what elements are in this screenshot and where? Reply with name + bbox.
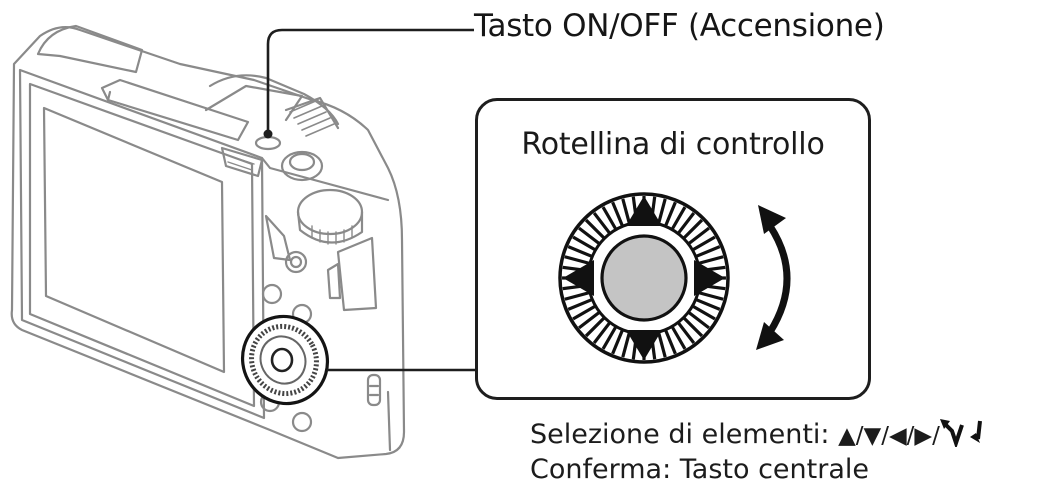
camera-body-outline [10, 25, 406, 460]
camera-control-dial [240, 314, 330, 406]
left-arrow-icon [563, 260, 594, 296]
center-button [600, 234, 688, 322]
control-wheel-title: Rotellina di controllo [521, 127, 825, 162]
rotation-arrow-icon [756, 205, 791, 350]
selection-line: Selezione di elementi: ▲/▼/◀/▶/ [530, 418, 984, 453]
rotate-wheel-icon [939, 419, 982, 447]
power-button-label: Tasto ON/OFF (Accensione) [474, 8, 885, 44]
caption: Selezione di elementi: ▲/▼/◀/▶/ Conferma… [530, 418, 984, 486]
lcd-screen [42, 106, 226, 374]
power-button-leader-line [266, 28, 474, 138]
confirm-line: Conferma: Tasto centrale [530, 454, 869, 485]
direction-symbols: ▲/▼/◀/▶/ [838, 423, 940, 449]
down-arrow-icon [626, 330, 662, 360]
right-arrow-icon [694, 260, 725, 296]
up-arrow-icon [626, 196, 662, 226]
